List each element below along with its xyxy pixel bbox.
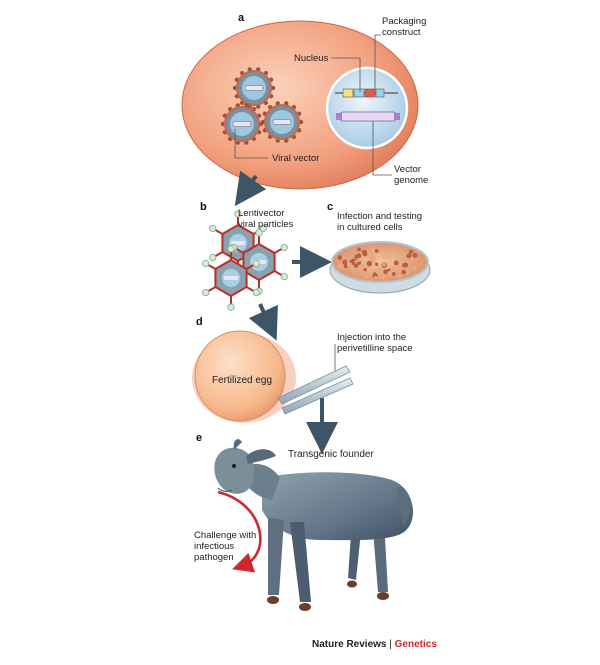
cell-dot: [380, 274, 385, 280]
cell-dot: [371, 259, 376, 264]
cell-dot: [403, 252, 407, 257]
cell-dot: [374, 275, 378, 280]
cell-dot: [383, 269, 389, 275]
cell-dot: [372, 272, 377, 276]
arrow-a-to-b: [234, 170, 267, 207]
cell-dot: [362, 251, 368, 257]
label-nucleus: Nucleus: [294, 53, 329, 64]
cell-dot: [342, 259, 348, 265]
cell-dot: [363, 267, 367, 272]
cell-dot: [354, 254, 358, 259]
label-injection: Injection into the perivetilline space: [337, 332, 413, 354]
cell-dot: [391, 271, 396, 276]
cell-dot: [412, 252, 418, 258]
cell-dot: [364, 274, 369, 279]
cell-dot: [374, 248, 379, 253]
cell-dot: [387, 250, 391, 254]
label-vector-genome: Vector genome: [394, 164, 429, 186]
cell-dot: [400, 257, 406, 262]
cell-dot: [387, 271, 392, 276]
viral-particle: [260, 101, 304, 143]
panel-letter-b: b: [200, 201, 207, 213]
label-transgenic-founder: Transgenic founder: [288, 449, 374, 460]
journal-name: Nature Reviews: [312, 639, 387, 650]
cell-dot: [371, 247, 376, 252]
viral-particle: [220, 103, 264, 145]
cell-dot: [401, 269, 407, 275]
journal-section: Genetics: [394, 639, 437, 650]
cell-dot: [382, 263, 386, 267]
arrow-b-to-d: [248, 303, 278, 341]
cell-dot: [353, 263, 359, 268]
cell-dot: [397, 273, 403, 279]
cell-dot: [386, 254, 391, 259]
label-challenge: Challenge with infectious pathogen: [194, 530, 257, 563]
cell-dot: [374, 262, 379, 266]
cell-dot: [357, 247, 361, 252]
cell-dot: [356, 258, 361, 263]
cell-dot: [347, 262, 353, 268]
panel-letter-c: c: [327, 201, 334, 213]
cell-dot: [337, 263, 343, 269]
transgenic-lamb: [214, 439, 414, 611]
cell-dot: [368, 254, 374, 260]
cell-dot: [382, 254, 386, 259]
credit-separator: |: [389, 639, 392, 650]
label-lentivector: Lentivector viral particles: [238, 208, 294, 230]
lentivector-particles: [202, 210, 288, 311]
label-infection-testing: Infection and testing in cultured cells: [337, 211, 423, 233]
nucleus: [325, 66, 409, 150]
injection-pipette: [277, 365, 354, 415]
cell-dot: [343, 264, 348, 269]
viral-particle: [232, 67, 276, 109]
panel-letter-e: e: [196, 432, 203, 444]
cell-dot: [402, 262, 407, 268]
cell-dot: [406, 253, 412, 259]
label-packaging-construct: Packaging construct: [382, 16, 427, 38]
label-fertilized-egg: Fertilized egg: [212, 375, 273, 386]
cell-dot: [393, 260, 399, 266]
label-viral-vector: Viral vector: [272, 153, 320, 164]
cell-dot: [409, 257, 414, 262]
panel-letter-d: d: [196, 316, 203, 328]
cell-dot: [361, 264, 366, 269]
cell-dot: [408, 249, 414, 254]
culture-dish: [329, 241, 431, 294]
cell-dot: [397, 266, 404, 273]
cell-dot: [387, 268, 391, 272]
cell-dot: [413, 267, 417, 271]
cell-dot: [366, 260, 373, 267]
cell-dot: [390, 265, 396, 270]
leader-lines: [234, 34, 392, 374]
viral-vector-particles: [220, 67, 304, 145]
panel-letter-a: a: [238, 12, 245, 24]
fertilized-egg: [192, 330, 296, 423]
challenge-arrow: [217, 490, 262, 573]
journal-credit: Nature Reviews | Genetics: [312, 639, 437, 650]
cell-dot: [337, 255, 343, 260]
lentivector-particle: [202, 245, 260, 311]
